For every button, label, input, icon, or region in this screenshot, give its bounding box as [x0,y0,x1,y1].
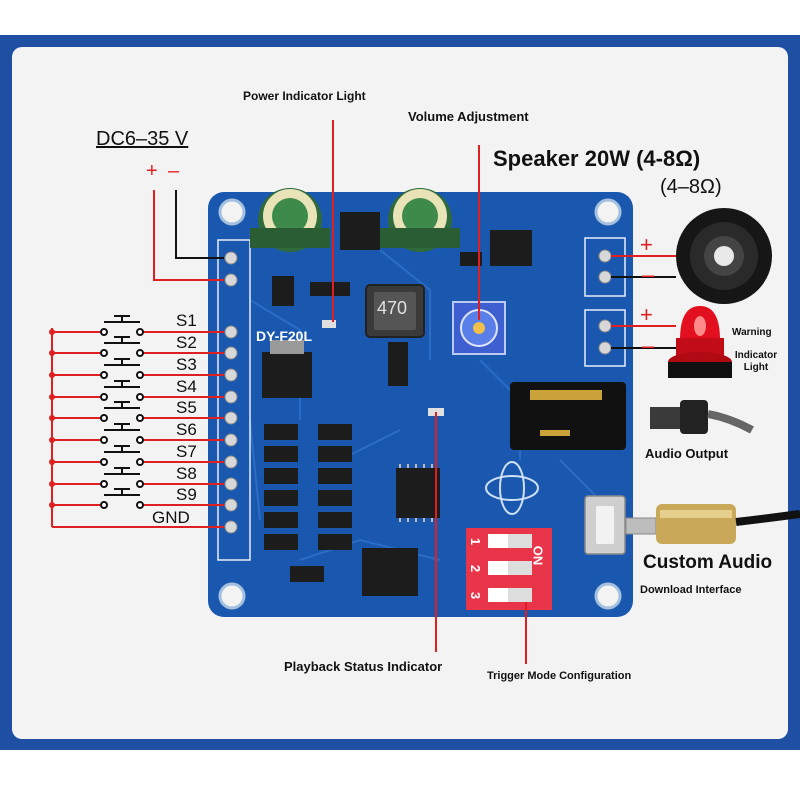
power-wires [153,190,224,281]
dip-number-2: 2 [468,564,484,573]
capacitor-right [380,188,460,252]
power-led [322,320,336,328]
warning-plus-label: + [640,302,653,327]
pointer-lines [332,120,527,664]
switch-label-s1: S1 [176,311,197,330]
audio-output-label: Audio Output [645,446,729,461]
gnd-label: GND [152,508,190,527]
warning-light-icon [668,306,732,378]
usb-cable-icon [625,504,800,544]
dc-minus-label: – [168,160,180,182]
dip-switch [466,528,552,610]
download-interface-label: Download Interface [640,584,742,596]
switch-label-s4: S4 [176,377,197,396]
trigger-mode-label: Trigger Mode Configuration [487,670,632,682]
dip-number-1: 1 [468,537,484,546]
switch-label-s5: S5 [176,398,197,417]
dc-plus-label: + [146,160,158,182]
switch-label-s7: S7 [176,442,197,461]
switch-label-s3: S3 [176,355,197,374]
logo-icon [485,461,539,515]
audio-plug-icon [650,400,754,434]
switch-wiring [51,328,224,528]
push-button-icon [100,315,144,509]
capacitor-left [250,188,330,252]
indicator-light-label: Indicator Light [734,350,778,373]
speaker-minus-label: – [642,262,655,287]
board-model: DY-F20L [256,328,313,344]
main-chip [396,468,440,518]
pcb-board [208,188,633,617]
warning-label: Warning [732,327,772,338]
dc-voltage-label: DC6–35 V [96,128,189,150]
switch-label-s2: S2 [176,333,197,352]
dip-number-3: 3 [468,591,484,600]
impedance-label: (4–8Ω) [660,176,722,198]
dip-on-label: ON [530,545,546,566]
inductor-value: 470 [377,298,408,318]
power-indicator-label: Power Indicator Light [243,89,366,103]
custom-audio-label: Custom Audio [643,552,773,573]
speaker-wires [611,255,676,349]
volume-adjustment-label: Volume Adjustment [408,109,529,124]
speaker-plus-label: + [640,232,653,257]
switch-label-s8: S8 [176,464,197,483]
speaker-icon [676,208,772,304]
playback-status-label: Playback Status Indicator [284,659,443,674]
speaker-label: Speaker 20W (4-8Ω) [493,146,701,171]
warning-minus-label: – [642,333,655,358]
switch-label-s6: S6 [176,420,197,439]
switch-label-s9: S9 [176,485,197,504]
